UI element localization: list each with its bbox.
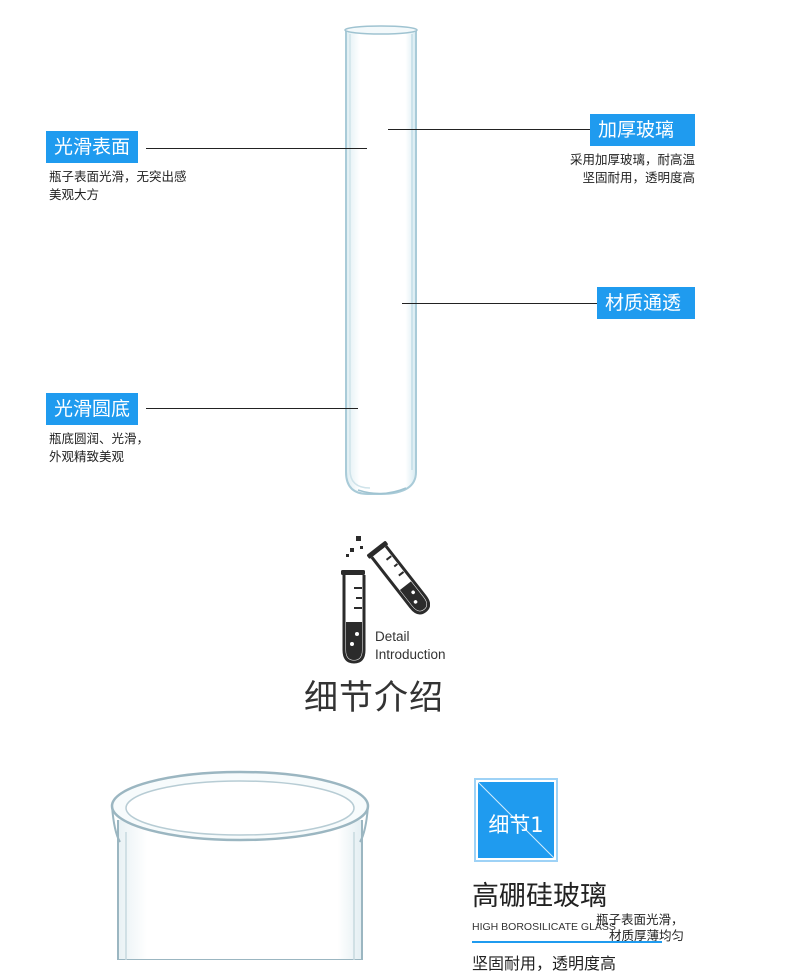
desc-line: 坚固耐用，透明度高: [582, 170, 695, 185]
detail-1-subtitle: 坚固耐用，透明度高: [472, 954, 617, 973]
desc-line: 材质厚薄均匀: [609, 928, 685, 943]
feature-round-bottom-desc: 瓶底圆润、光滑， 外观精致美观: [49, 430, 149, 466]
detail-1-side-desc: 瓶子表面光滑， 材质厚薄均匀: [596, 912, 684, 944]
callout-line: [146, 148, 367, 149]
detail-1-en-title: HIGH BOROSILICATE GLASS: [472, 921, 616, 933]
desc-line: 瓶底圆润、光滑，: [49, 431, 150, 446]
detail-1-divider: [472, 941, 662, 943]
test-tubes-icon: [341, 536, 430, 664]
feature-smooth-surface-desc: 瓶子表面光滑，无突出感 美观大方: [49, 168, 187, 204]
feature-round-bottom-tag: 光滑圆底: [46, 393, 139, 425]
desc-line: 瓶子表面光滑，: [596, 912, 684, 927]
glass-tube-closeup-image: [110, 770, 370, 960]
callout-line: [146, 408, 358, 409]
feature-smooth-surface-tag: 光滑表面: [46, 131, 139, 163]
detail-1-title: 高硼硅玻璃: [472, 881, 607, 912]
section-title: 细节介绍: [304, 678, 444, 718]
desc-line: 瓶子表面光滑，无突出感: [49, 169, 187, 184]
feature-thick-glass-tag: 加厚玻璃: [590, 114, 695, 146]
section-en-title: Detail Introduction: [375, 628, 446, 664]
diagonal-line-decoration: [478, 782, 554, 858]
desc-line: 外观精致美观: [49, 449, 125, 464]
feature-transparent-tag: 材质通透: [597, 287, 695, 319]
desc-line: 采用加厚玻璃，耐高温: [569, 152, 695, 167]
test-tube-image: [344, 25, 418, 495]
callout-line: [388, 129, 590, 130]
callout-line: [402, 303, 597, 304]
detail-1-badge-inner: 细节1: [478, 782, 554, 858]
detail-1-badge: 细节1: [474, 778, 558, 862]
feature-thick-glass-desc: 采用加厚玻璃，耐高温 坚固耐用，透明度高: [570, 151, 695, 187]
desc-line: 美观大方: [49, 187, 100, 202]
section-en-line: Introduction: [375, 647, 446, 662]
detail-1-label: 细节1: [488, 813, 544, 837]
section-en-line: Detail: [375, 629, 410, 644]
